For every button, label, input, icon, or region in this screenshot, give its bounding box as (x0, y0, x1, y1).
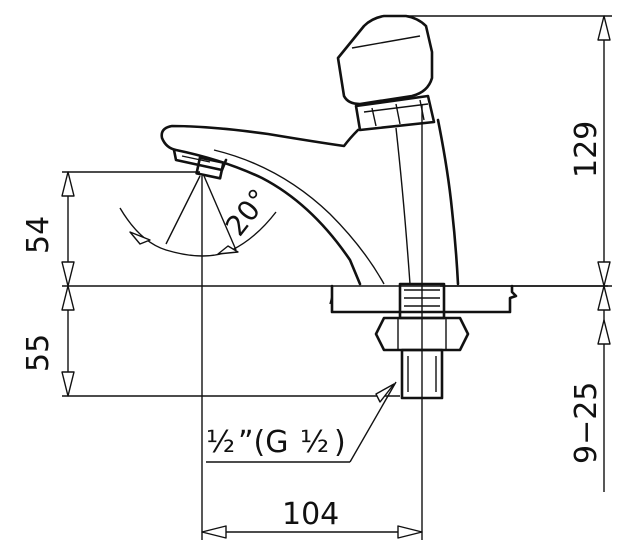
dim-deck-range: 9−25 (569, 382, 604, 464)
spray-angle: 20° (119, 175, 277, 257)
dim-spout-height: 54 (21, 216, 56, 254)
extension-lines (62, 15, 612, 397)
center-lines (201, 104, 423, 540)
thread-size-g: ”(G (238, 425, 289, 460)
thread-size-half-2: ½ (300, 425, 329, 460)
dim-bottom: 104 (201, 497, 423, 539)
thread-callout: ½ ”(G ½ ) (206, 381, 397, 463)
spray-angle-label: 20° (219, 183, 276, 242)
thread-size-half: ½ (206, 425, 235, 460)
dim-below-deck: 55 (21, 334, 56, 372)
dim-reach: 104 (282, 497, 339, 532)
thread-size-close: ) (334, 425, 346, 460)
counter-deck (62, 284, 608, 314)
dim-left: 54 55 (21, 171, 75, 397)
dim-right: 129 9−25 (569, 15, 611, 492)
dim-total-height: 129 (569, 121, 604, 178)
faucet-body (160, 14, 460, 286)
